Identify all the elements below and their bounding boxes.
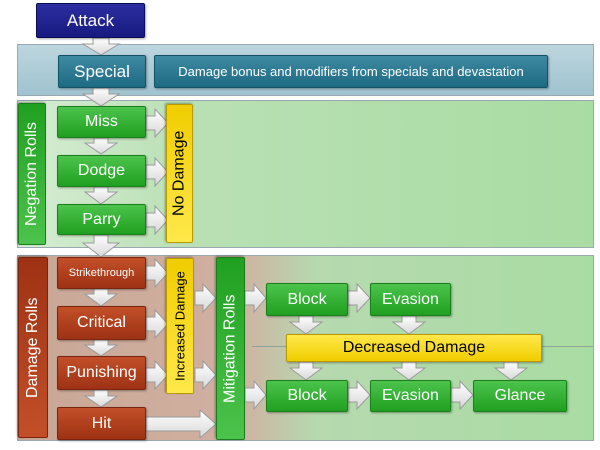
arrow-strikethrough-to-critical <box>83 288 119 307</box>
decreased-damage-box: Decreased Damage <box>286 334 542 362</box>
arrow-attack-to-special <box>81 37 121 56</box>
negation-rolls-label-box: Negation Rolls <box>18 103 46 245</box>
arrow-dodge-to-nodamage <box>145 156 169 188</box>
arrow-block1-to-decreased <box>288 315 324 335</box>
no-damage-box: No Damage <box>166 104 193 243</box>
block-box-row2: Block <box>266 380 348 412</box>
critical-box: Critical <box>57 306 146 340</box>
arrow-increased-to-mitigation-2 <box>194 359 217 391</box>
punishing-box: Punishing <box>57 356 146 390</box>
mitigation-rolls-label-box: Mitigation Rolls <box>216 257 245 440</box>
evasion-box-row1: Evasion <box>370 283 451 316</box>
evasion-label-row1: Evasion <box>382 290 439 308</box>
arrow-evasion1-to-decreased <box>391 315 427 335</box>
critical-label: Critical <box>77 314 126 331</box>
arrow-miss-to-nodamage <box>145 107 169 139</box>
arrow-special-to-miss <box>81 87 121 107</box>
arrow-decreased-to-glance <box>493 361 529 381</box>
arrow-evasion2-to-glance <box>450 379 474 411</box>
arrow-increased-to-mitigation-1 <box>194 282 217 314</box>
strikethrough-label: Strikethrough <box>68 267 135 279</box>
arrow-critical-to-punishing <box>83 339 119 357</box>
miss-box: Miss <box>57 106 146 138</box>
block-label-row1: Block <box>287 290 327 308</box>
arrow-mitigation-to-block1 <box>244 282 267 314</box>
arrow-miss-to-dodge <box>83 137 119 155</box>
increased-damage-label: Increased Damage <box>172 271 188 381</box>
increased-damage-box: Increased Damage <box>166 258 194 394</box>
dodge-box: Dodge <box>57 155 146 187</box>
arrow-punishing-to-increased <box>145 359 169 391</box>
block-label-row2: Block <box>287 387 327 404</box>
arrow-critical-to-increased <box>145 308 169 340</box>
mitigation-rolls-label: Mitigation Rolls <box>221 294 239 403</box>
arrow-punishing-to-hit <box>83 389 119 408</box>
parry-box: Parry <box>57 204 146 235</box>
special-description: Damage bonus and modifiers from specials… <box>178 64 524 79</box>
arrow-mitigation-to-block2 <box>244 379 267 411</box>
damage-rolls-label: Damage Rolls <box>24 297 41 398</box>
arrow-strikethrough-to-increased <box>145 257 169 289</box>
dodge-label: Dodge <box>77 162 126 179</box>
attack-box: Attack <box>36 3 145 38</box>
arrow-parry-to-nodamage <box>145 204 169 236</box>
damage-rolls-label-box: Damage Rolls <box>18 257 48 438</box>
block-box-row1: Block <box>266 283 348 316</box>
arrow-dodge-to-parry <box>83 186 119 205</box>
arrow-block2-to-evasion2 <box>347 379 371 411</box>
special-label: Special <box>74 61 130 81</box>
parry-label: Parry <box>82 210 121 228</box>
arrow-decreased-to-block2 <box>288 361 324 381</box>
hit-label: Hit <box>91 414 112 432</box>
no-damage-label: No Damage <box>170 130 188 217</box>
arrow-hit-to-mitigation <box>145 408 217 440</box>
arrow-block1-to-evasion1 <box>347 282 371 314</box>
evasion-box-row2: Evasion <box>370 380 451 412</box>
special-box: Special <box>58 55 146 88</box>
decreased-damage-label: Decreased Damage <box>342 339 486 356</box>
glance-box: Glance <box>473 380 567 412</box>
special-description-box: Damage bonus and modifiers from specials… <box>154 55 548 88</box>
hit-box: Hit <box>57 407 146 440</box>
glance-label: Glance <box>494 387 546 404</box>
negation-rolls-label: Negation Rolls <box>23 121 40 227</box>
punishing-label: Punishing <box>66 364 137 381</box>
evasion-label-row2: Evasion <box>382 387 439 404</box>
attack-label: Attack <box>66 10 115 30</box>
miss-label: Miss <box>85 113 118 130</box>
arrow-decreased-to-evasion2 <box>391 361 427 381</box>
arrow-parry-to-strikethrough <box>81 234 121 258</box>
strikethrough-box: Strikethrough <box>57 257 146 289</box>
